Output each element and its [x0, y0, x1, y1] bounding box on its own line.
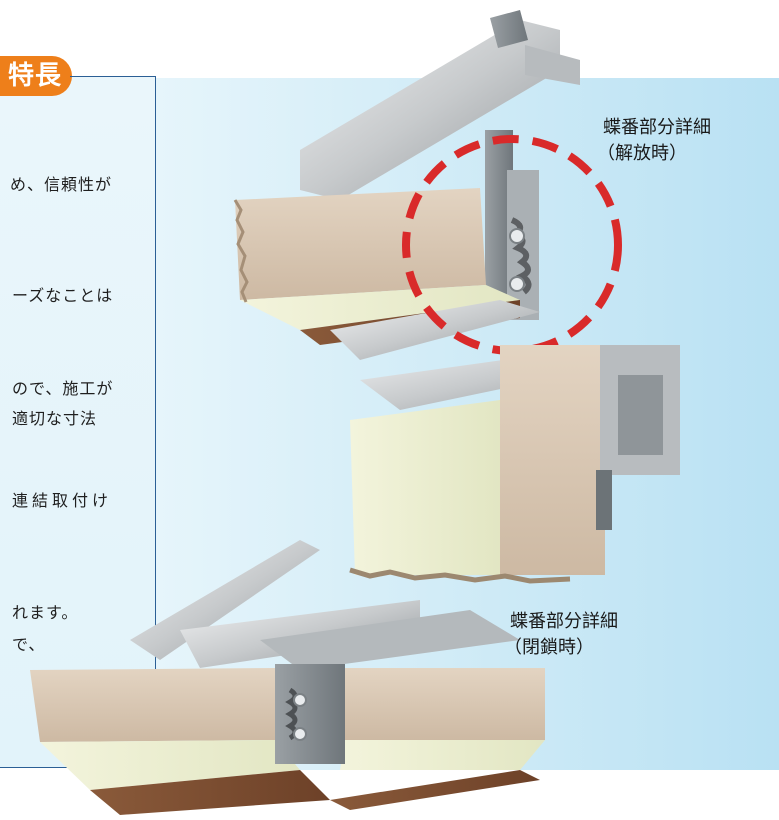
feature-title-badge: 特長 [0, 56, 72, 96]
upper-panel-cut-edge [233, 199, 249, 303]
feature-text-line: ーズなことは [12, 286, 114, 305]
closed-left-panel-core [30, 668, 275, 742]
rail-fin [490, 10, 528, 48]
side-channel-foot [596, 470, 612, 530]
feature-text-line: ので、施工が [12, 379, 114, 398]
closed-right-panel-insulation [340, 740, 545, 770]
closed-knuckle-bottom [293, 727, 307, 741]
upper-panel-core [235, 188, 486, 300]
closed-right-edge [330, 770, 540, 810]
open-hinge-detail [233, 10, 680, 584]
lower-panel-core [500, 345, 605, 575]
callout-closed-line2: （閉鎖時） [504, 637, 594, 658]
feature-text-line: 適切な寸法 [12, 409, 98, 428]
feature-text-line: 連結取付け [12, 491, 113, 510]
upper-rail [300, 20, 560, 200]
rail-lip [525, 45, 580, 85]
closed-right-panel-core [345, 668, 545, 740]
feature-box [0, 76, 156, 768]
side-channel-inner [618, 375, 663, 455]
closed-rail-back [260, 610, 520, 670]
feature-text-line: め、信頼性が [10, 175, 113, 194]
closed-knuckle-top [293, 693, 307, 707]
callout-open-line2: （解放時） [597, 143, 687, 164]
upper-panel-insulation [240, 285, 520, 330]
feature-text-line: で、 [12, 635, 46, 654]
closed-hinge-detail [30, 540, 545, 815]
callout-closed-line1: 蝶番部分詳細 [510, 611, 618, 632]
hinge-knuckle-bottom [509, 276, 525, 292]
lower-panel-cut-edge [349, 567, 571, 584]
closed-rail-top [130, 540, 320, 660]
callout-closed-hinge: 蝶番部分詳細 （閉鎖時） [504, 609, 618, 661]
badge-connector [70, 76, 156, 77]
closed-left-panel-insulation [40, 740, 300, 790]
hinge-knuckle-top [509, 228, 525, 244]
lower-panel-insulation [350, 400, 500, 575]
lower-rail [330, 300, 540, 360]
callout-open-hinge: 蝶番部分詳細 （解放時） [597, 115, 711, 167]
feature-text-line: れます。 [12, 603, 79, 622]
callout-open-line1: 蝶番部分詳細 [603, 117, 711, 138]
closed-rail-mid [180, 600, 420, 668]
closed-left-edge [90, 770, 330, 815]
